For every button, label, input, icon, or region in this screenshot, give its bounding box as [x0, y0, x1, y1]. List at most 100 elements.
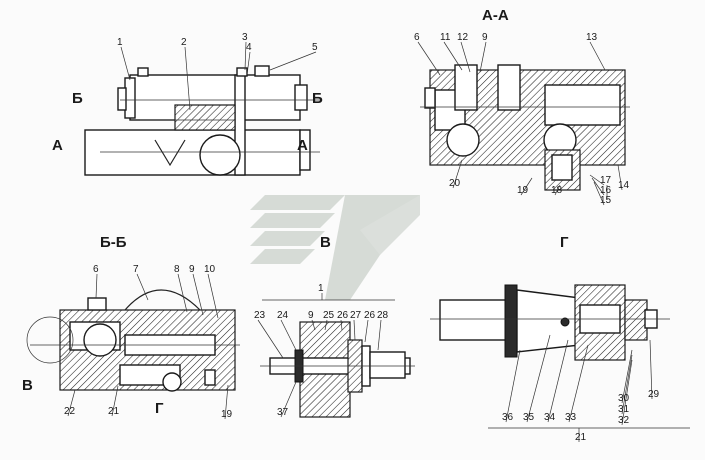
callout-number: 31 — [618, 404, 630, 415]
leader-line — [311, 319, 316, 331]
callout-number: 22 — [64, 406, 76, 417]
cut-mark-label: Б — [312, 90, 323, 107]
leader-line — [417, 41, 441, 76]
callout-number: 25 — [323, 310, 335, 321]
callout-number: 28 — [377, 310, 389, 321]
callout-number: 6 — [414, 32, 420, 43]
leader-line — [568, 344, 589, 423]
leader-line — [120, 46, 131, 81]
callout-number: 27 — [350, 310, 362, 321]
callout-number: 35 — [523, 412, 535, 423]
leader-line — [589, 174, 605, 186]
leader-line — [111, 385, 119, 417]
leader-line — [520, 177, 533, 196]
leader-line — [177, 273, 188, 313]
leader-line — [505, 349, 521, 423]
callout-number: 2 — [181, 37, 187, 48]
callout-number: 24 — [277, 310, 289, 321]
leader-line — [340, 319, 343, 331]
leader-line — [649, 339, 653, 400]
title-a-a: А-А — [482, 7, 509, 24]
external-view — [84, 65, 320, 176]
leader-line — [554, 184, 561, 196]
callout-number: 6 — [93, 264, 99, 275]
view-v — [260, 321, 415, 418]
leader-line — [621, 359, 633, 426]
leader-line — [280, 381, 297, 418]
callout-number: 15 — [600, 195, 612, 206]
cut-mark-label: А — [52, 137, 63, 154]
leader-line — [324, 319, 328, 331]
title-g: Г — [560, 234, 569, 251]
callout-number: 20 — [449, 178, 461, 189]
callout-number: 9 — [308, 310, 314, 321]
callout-number: 19 — [221, 409, 233, 420]
leader-line — [280, 319, 297, 351]
callout-number: 9 — [189, 264, 195, 275]
leader-line — [443, 41, 463, 71]
callout-number: 9 — [482, 32, 488, 43]
leader-line — [377, 319, 382, 351]
leader-line — [353, 319, 356, 341]
leader-line — [460, 41, 471, 73]
leader-line — [526, 334, 551, 423]
callout-number: 3 — [242, 32, 248, 43]
callout-number: 5 — [312, 42, 318, 53]
leader-line — [67, 389, 76, 417]
section-a-a — [420, 64, 630, 191]
leader-line — [547, 339, 569, 423]
callout-number: 36 — [502, 412, 514, 423]
callout-number: 18 — [551, 185, 563, 196]
callout-number: 19 — [517, 185, 529, 196]
callout-number: 30 — [618, 393, 630, 404]
leader-line — [364, 319, 369, 343]
callout-number: 1 — [318, 283, 324, 294]
leader-line — [207, 273, 219, 319]
callout-number: 12 — [457, 32, 469, 43]
leader-line — [269, 51, 317, 71]
callout-number: 34 — [544, 412, 556, 423]
callout-number: 29 — [648, 389, 660, 400]
leader-line — [617, 164, 623, 191]
callout-number: 26 — [337, 310, 349, 321]
leader-line — [621, 349, 633, 404]
cut-mark-label: А — [297, 137, 308, 154]
callout-number: 14 — [618, 180, 630, 191]
leader-line — [621, 354, 633, 415]
leader-line — [452, 159, 463, 189]
callout-number: 26 — [364, 310, 376, 321]
leader-line — [224, 384, 229, 420]
callout-number: 10 — [204, 264, 216, 275]
leader-line — [136, 273, 149, 301]
callout-number: 37 — [277, 407, 289, 418]
callout-number: 1 — [117, 37, 123, 48]
cut-mark-label: Б — [72, 90, 83, 107]
callout-number: 11 — [440, 32, 451, 43]
leader-line — [591, 177, 605, 196]
callout-number: 4 — [246, 42, 252, 53]
callout-number: 32 — [618, 415, 630, 426]
callout-number: 7 — [133, 264, 139, 275]
callout-number: 17 — [600, 175, 612, 186]
leader-line — [184, 46, 191, 111]
title-v: В — [320, 234, 331, 251]
cut-mark-label: В — [22, 377, 33, 394]
callout-number: 21 — [108, 406, 120, 417]
callout-number: 16 — [600, 185, 612, 196]
callout-number: 21 — [575, 432, 587, 443]
callout-number: 33 — [565, 412, 577, 423]
leader-line — [589, 41, 606, 71]
callout-number: 8 — [174, 264, 180, 275]
section-b-b — [26, 289, 240, 392]
leader-line — [479, 41, 487, 73]
leader-line — [593, 181, 605, 206]
leader-line — [244, 41, 247, 71]
title-b-b: Б-Б — [100, 234, 127, 251]
callout-number: 13 — [586, 32, 598, 43]
view-g — [430, 284, 670, 361]
leader-line — [192, 273, 204, 316]
leader-line — [246, 51, 251, 76]
callout-number: 23 — [254, 310, 266, 321]
